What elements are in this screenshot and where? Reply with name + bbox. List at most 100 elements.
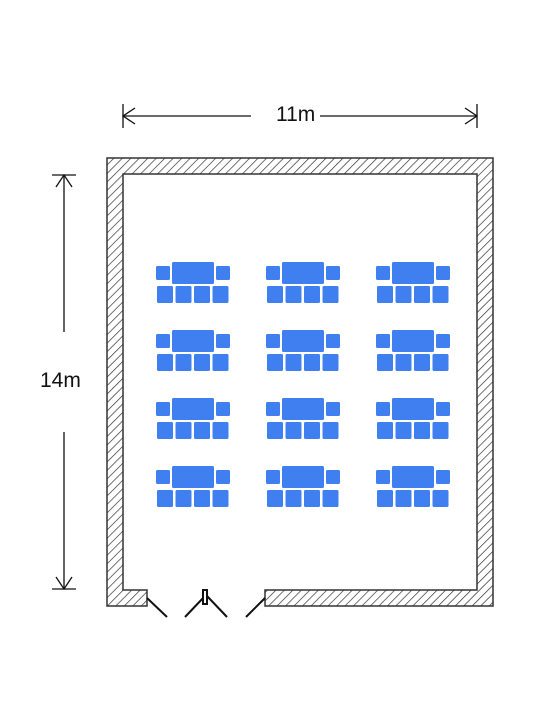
- height-dimension: [52, 173, 76, 591]
- chair: [156, 334, 170, 348]
- table: [172, 466, 214, 488]
- table-group: [156, 398, 230, 439]
- table-group: [266, 262, 340, 303]
- chair: [395, 286, 412, 303]
- table: [172, 398, 214, 420]
- chair: [285, 286, 302, 303]
- chair: [304, 286, 320, 303]
- chair: [175, 354, 192, 371]
- chair: [432, 422, 449, 439]
- entrance-doors: [146, 589, 266, 618]
- chair: [326, 470, 340, 484]
- room-walls: [106, 157, 494, 607]
- table: [392, 262, 434, 284]
- door-leaf-center-right: [206, 595, 228, 618]
- chair: [285, 422, 302, 439]
- table: [282, 330, 324, 352]
- chair: [212, 354, 229, 371]
- chair: [156, 266, 170, 280]
- chair: [304, 422, 320, 439]
- chair: [175, 490, 192, 507]
- table: [172, 262, 214, 284]
- height-arrowhead-top: [55, 173, 73, 188]
- chair: [326, 402, 340, 416]
- table: [392, 330, 434, 352]
- chair: [157, 490, 173, 507]
- chair: [414, 422, 430, 439]
- chair: [436, 334, 450, 348]
- table-groups: [156, 262, 450, 507]
- wall-main: [106, 157, 494, 607]
- chair: [267, 422, 283, 439]
- chair: [377, 490, 393, 507]
- chair: [266, 334, 280, 348]
- chair: [414, 286, 430, 303]
- table: [392, 398, 434, 420]
- chair: [432, 354, 449, 371]
- chair: [395, 490, 412, 507]
- chair: [395, 422, 412, 439]
- chair: [216, 402, 230, 416]
- chair: [157, 286, 173, 303]
- chair: [377, 286, 393, 303]
- table: [282, 466, 324, 488]
- chair: [267, 490, 283, 507]
- chair: [157, 422, 173, 439]
- width-arrowhead-right: [464, 107, 479, 125]
- chair: [216, 266, 230, 280]
- chair: [285, 354, 302, 371]
- chair: [266, 266, 280, 280]
- chair: [322, 422, 339, 439]
- chair: [326, 334, 340, 348]
- chair: [266, 402, 280, 416]
- chair: [377, 354, 393, 371]
- chair: [285, 490, 302, 507]
- chair: [376, 334, 390, 348]
- chair: [304, 354, 320, 371]
- chair: [266, 470, 280, 484]
- chair: [216, 334, 230, 348]
- chair: [432, 286, 449, 303]
- table-group: [156, 330, 230, 371]
- chair: [322, 354, 339, 371]
- chair: [395, 354, 412, 371]
- chair: [322, 286, 339, 303]
- chair: [376, 402, 390, 416]
- table-group: [266, 398, 340, 439]
- chair: [376, 470, 390, 484]
- table-group: [376, 398, 450, 439]
- door-leaf-left: [146, 597, 168, 618]
- table-group: [156, 466, 230, 507]
- chair: [194, 490, 210, 507]
- door-leaf-right: [245, 597, 266, 618]
- table: [392, 466, 434, 488]
- chair: [267, 354, 283, 371]
- table-group: [266, 466, 340, 507]
- chair: [194, 422, 210, 439]
- chair: [436, 402, 450, 416]
- table-group: [156, 262, 230, 303]
- chair: [216, 470, 230, 484]
- door-leaf-center-left: [184, 595, 206, 618]
- table-group: [376, 330, 450, 371]
- chair: [436, 266, 450, 280]
- table: [282, 398, 324, 420]
- table-group: [266, 330, 340, 371]
- table-group: [376, 466, 450, 507]
- chair: [326, 266, 340, 280]
- chair: [175, 286, 192, 303]
- chair: [212, 286, 229, 303]
- table: [282, 262, 324, 284]
- chair: [156, 470, 170, 484]
- width-label: 11m: [276, 103, 316, 126]
- chair: [377, 422, 393, 439]
- chair: [157, 354, 173, 371]
- chair: [267, 286, 283, 303]
- door-post: [202, 589, 208, 605]
- chair: [414, 490, 430, 507]
- width-dimension: [121, 104, 479, 128]
- chair: [376, 266, 390, 280]
- chair: [212, 490, 229, 507]
- chair: [175, 422, 192, 439]
